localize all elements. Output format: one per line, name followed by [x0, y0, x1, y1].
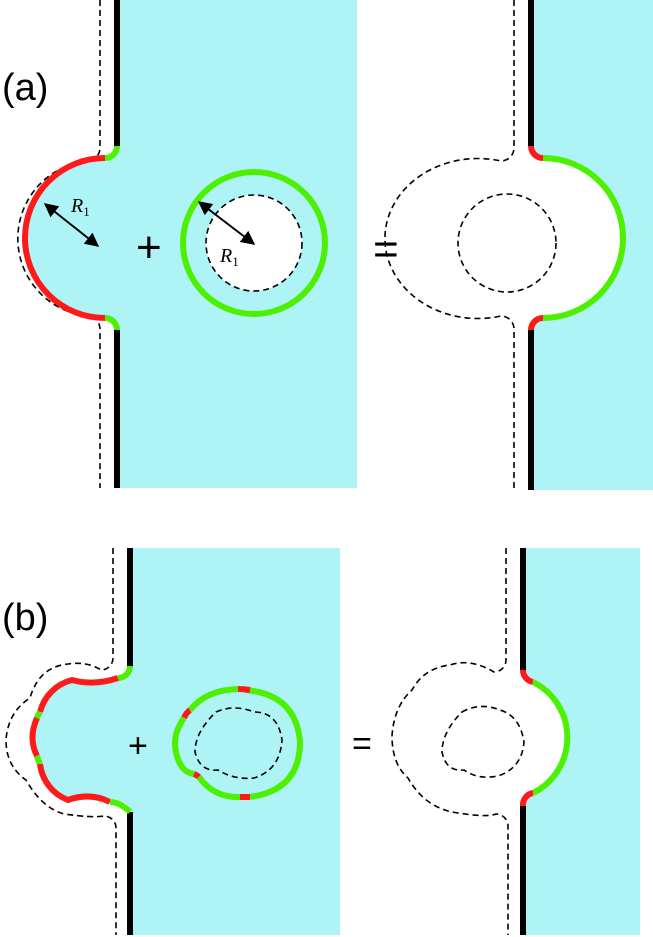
- panel-b-middle-green-top-left: [187, 686, 239, 712]
- panel-b-middle-red-left-bottom: [192, 771, 202, 780]
- panel-a-left-red-arc: [22, 155, 106, 321]
- panel-b-left-red-lobe-middle: [29, 716, 40, 758]
- panel-a-middle-geometry: R1: [180, 169, 328, 317]
- panel-b: (b) + =: [2, 548, 640, 935]
- panel-a-middle-radius-label: R1: [219, 245, 239, 269]
- panel-a-label: (a): [2, 67, 48, 109]
- panel-b-middle-red-top-right: [237, 686, 251, 693]
- panel-b-right-red-bottom: [519, 790, 534, 807]
- panel-a-right-green-arc: [542, 155, 626, 321]
- panel-b-plus-sign: +: [128, 727, 148, 765]
- panel-b-middle-green-left: [172, 716, 195, 777]
- panel-b-middle-geometry: [172, 686, 304, 801]
- panel-a-left-green-bottom: [104, 315, 120, 331]
- panel-a-middle-green-circle: [180, 169, 328, 317]
- panel-a-left-green-top: [104, 145, 120, 161]
- panel-b-left-red-lobe-top: [37, 675, 119, 713]
- panel-b-left-green-tip-bottom: [34, 755, 43, 766]
- panel-b-middle-inner-dashed-contour: [194, 707, 283, 780]
- panel-b-right-red-top: [520, 669, 534, 685]
- panel-a: (a) R1 + R1 =: [2, 0, 653, 490]
- panel-b-left-green-top: [117, 665, 133, 681]
- panel-b-left-green-bottom: [109, 799, 133, 815]
- panel-b-left-red-lobe-bottom: [37, 763, 112, 805]
- panel-a-right-red-top: [528, 145, 544, 161]
- panel-b-right-green-arc: [531, 679, 571, 796]
- panel-b-middle-green-bottom-left: [196, 775, 241, 801]
- panel-b-equals-sign: =: [352, 725, 372, 763]
- panel-b-right-outer-dashed-contour: [391, 548, 509, 935]
- panel-b-right-geometry: [391, 548, 640, 935]
- panel-b-middle-green-outer-arc: [244, 687, 304, 800]
- panel-a-right-inner-dashed-contour: [457, 193, 557, 293]
- panel-a-left-radius-label: R1: [70, 195, 90, 219]
- panel-b-middle-fluid: [175, 690, 300, 798]
- panel-b-label: (b): [2, 597, 48, 639]
- panel-a-middle-radius-arrow: [197, 201, 256, 245]
- panel-a-left-radius-arrow: [43, 203, 100, 247]
- panel-a-right-fluid: [531, 0, 653, 490]
- panel-a-plus-sign: +: [136, 223, 162, 272]
- panel-a-right-outer-dashed-contour: [384, 0, 515, 490]
- panel-a-right-geometry: [384, 0, 653, 490]
- panel-b-right-inner-dashed-contour: [441, 705, 525, 778]
- panel-b-right-fluid: [522, 548, 640, 935]
- panel-b-middle-red-left-top: [181, 707, 192, 720]
- panel-b-left-green-tip-top: [34, 710, 43, 719]
- panel-a-right-red-bottom: [528, 315, 544, 331]
